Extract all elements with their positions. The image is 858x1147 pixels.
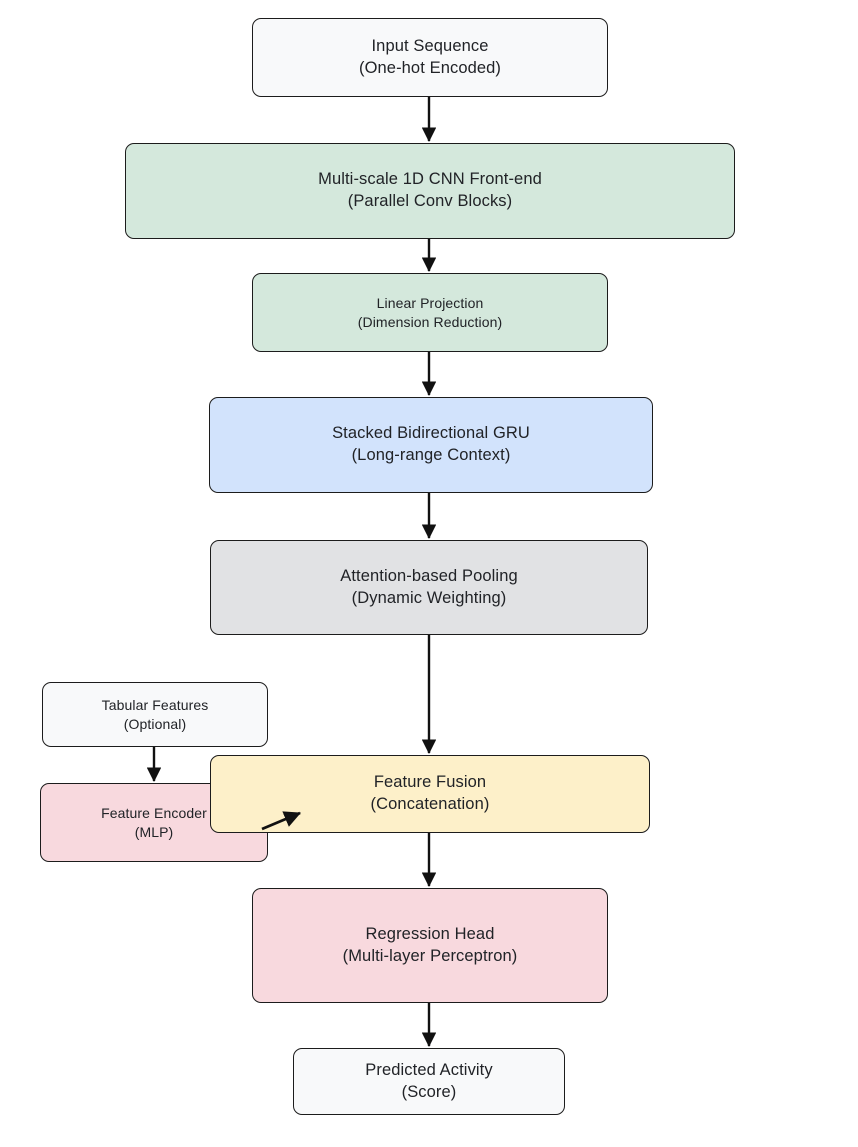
node-title: Tabular Features	[101, 697, 209, 714]
node-cnn-frontend: Multi-scale 1D CNN Front-end (Parallel C…	[125, 143, 735, 239]
node-title: Stacked Bidirectional GRU	[332, 424, 530, 443]
node-title: Feature Fusion	[373, 773, 487, 792]
node-subtitle: (MLP)	[134, 823, 174, 840]
node-input-sequence: Input Sequence (One-hot Encoded)	[252, 18, 608, 97]
node-subtitle: (Optional)	[123, 715, 187, 732]
node-tabular-features: Tabular Features (Optional)	[42, 682, 268, 747]
node-subtitle: (Dimension Reduction)	[357, 313, 503, 330]
node-bidirectional-gru: Stacked Bidirectional GRU (Long-range Co…	[209, 397, 653, 493]
node-subtitle: (Parallel Conv Blocks)	[347, 192, 513, 210]
node-subtitle: (Concatenation)	[370, 795, 490, 813]
node-title: Linear Projection	[376, 295, 484, 312]
node-title: Attention-based Pooling	[340, 566, 518, 585]
node-subtitle: (Multi-layer Perceptron)	[342, 946, 518, 965]
node-subtitle: (Dynamic Weighting)	[351, 588, 507, 607]
node-subtitle: (Long-range Context)	[351, 446, 511, 464]
node-regression-head: Regression Head (Multi-layer Perceptron)	[252, 888, 608, 1003]
node-linear-projection: Linear Projection (Dimension Reduction)	[252, 273, 608, 352]
node-predicted-activity: Predicted Activity (Score)	[293, 1048, 565, 1115]
node-title: Regression Head	[365, 924, 495, 943]
node-feature-fusion: Feature Fusion (Concatenation)	[210, 755, 650, 833]
node-subtitle: (Score)	[401, 1082, 457, 1101]
node-title: Predicted Activity	[365, 1060, 493, 1079]
node-attention-pooling: Attention-based Pooling (Dynamic Weighti…	[210, 540, 648, 635]
node-title: Multi-scale 1D CNN Front-end	[318, 170, 542, 189]
node-title: Input Sequence	[371, 36, 489, 55]
node-subtitle: (One-hot Encoded)	[358, 58, 502, 77]
node-title: Feature Encoder	[101, 805, 207, 822]
